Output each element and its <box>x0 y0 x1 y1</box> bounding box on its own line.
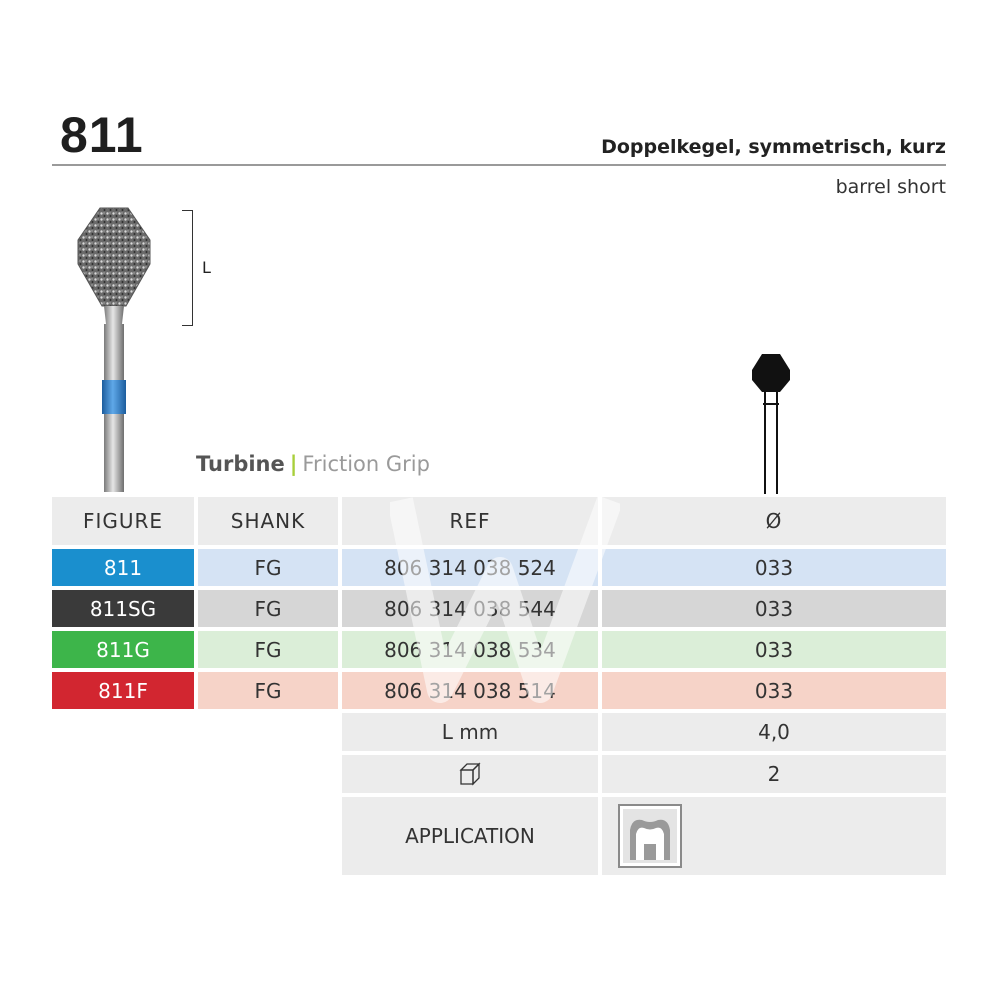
length-row-value: 4,0 <box>602 713 946 751</box>
row-811sg-diameter: 033 <box>602 590 946 627</box>
row-811f-shank: FG <box>198 672 338 709</box>
application-row-label: APPLICATION <box>342 797 598 875</box>
shank-type-primary: Turbine <box>196 452 285 476</box>
diamond-bur-icon <box>77 207 151 492</box>
row-811f-ref: 806 314 038 514 <box>342 672 598 709</box>
row-811-diameter: 033 <box>602 549 946 586</box>
shank-type-label: Turbine|Friction Grip <box>196 452 430 476</box>
pack-row-value: 2 <box>602 755 946 793</box>
shank-type-separator: | <box>289 452 298 476</box>
header-figure: FIGURE <box>52 497 194 545</box>
row-811g-diameter: 033 <box>602 631 946 668</box>
row-811-figure: 811 <box>52 549 194 586</box>
product-title-english: barrel short <box>835 176 946 198</box>
row-811sg-ref: 806 314 038 544 <box>342 590 598 627</box>
tooth-crown-icon <box>618 804 682 868</box>
pack-row-label <box>342 755 598 793</box>
row-811sg-figure: 811SG <box>52 590 194 627</box>
row-811g-ref: 806 314 038 534 <box>342 631 598 668</box>
length-row-label: L mm <box>342 713 598 751</box>
row-811-ref: 806 314 038 524 <box>342 549 598 586</box>
header-diameter: Ø <box>602 497 946 545</box>
product-title-german: Doppelkegel, symmetrisch, kurz <box>601 136 946 158</box>
shank-type-secondary: Friction Grip <box>302 452 430 476</box>
header-divider <box>52 164 946 166</box>
row-811g-shank: FG <box>198 631 338 668</box>
row-811sg-shank: FG <box>198 590 338 627</box>
length-label: L <box>202 258 211 277</box>
length-bracket <box>182 210 193 326</box>
application-row-value <box>602 797 946 875</box>
header-shank: SHANK <box>198 497 338 545</box>
row-811f-diameter: 033 <box>602 672 946 709</box>
bur-profile-icon <box>752 354 790 494</box>
row-811f-figure: 811F <box>52 672 194 709</box>
header-ref: REF <box>342 497 598 545</box>
row-811g-figure: 811G <box>52 631 194 668</box>
product-number: 811 <box>60 107 144 163</box>
row-811-shank: FG <box>198 549 338 586</box>
box-icon <box>459 762 481 786</box>
